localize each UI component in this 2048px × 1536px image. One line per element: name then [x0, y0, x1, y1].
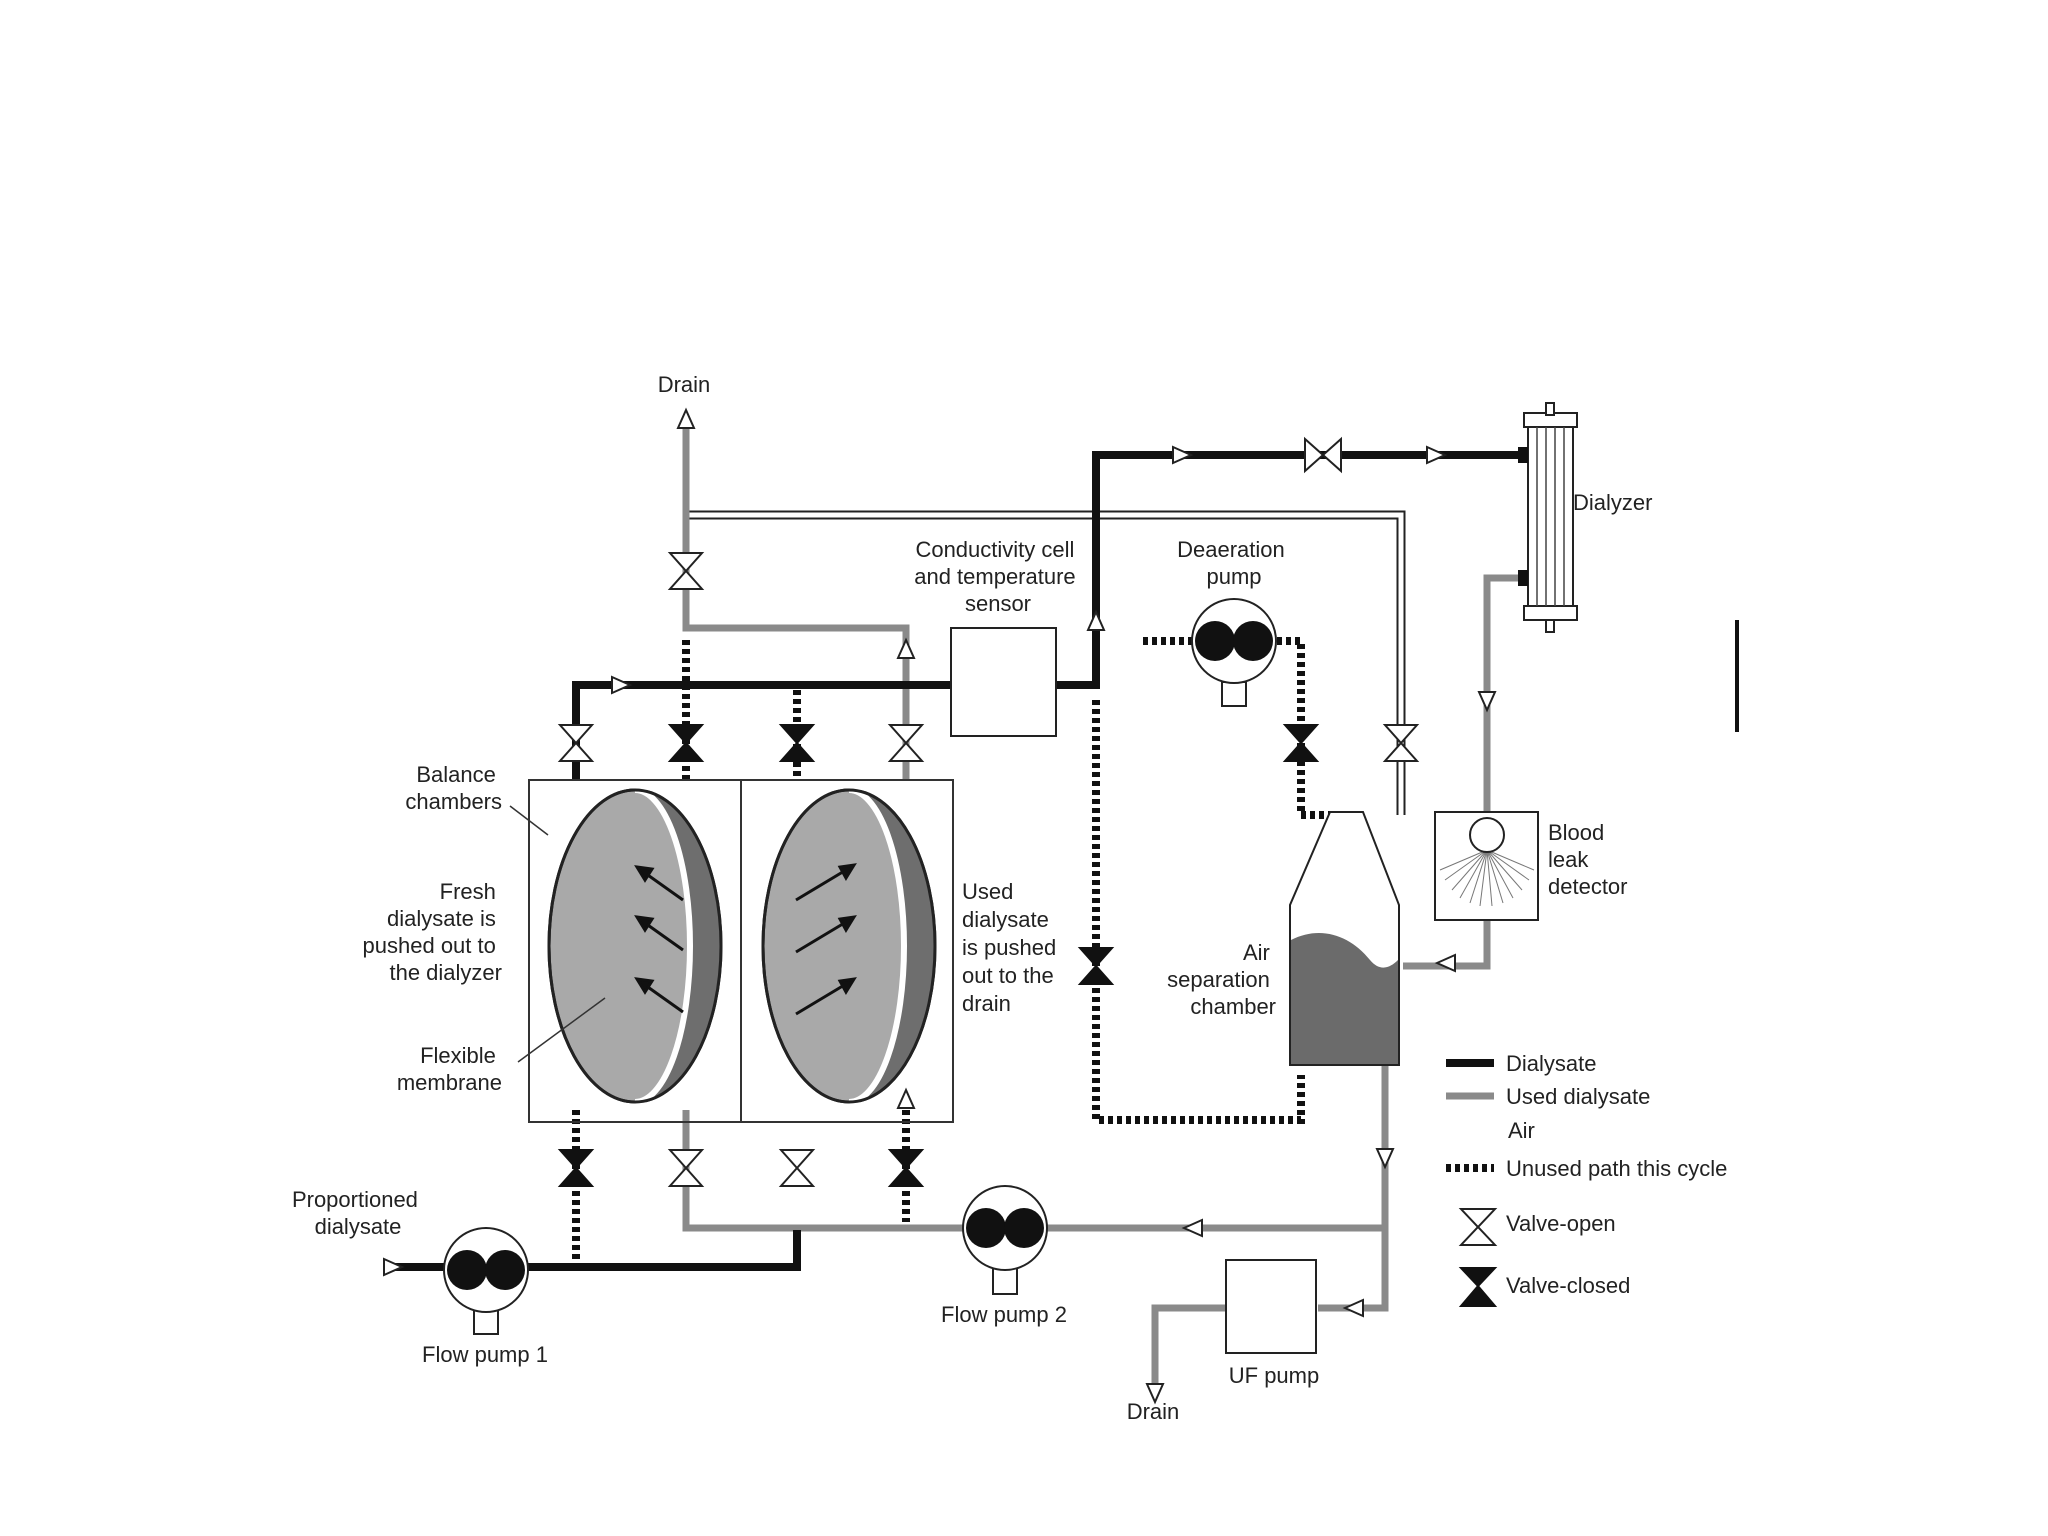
flow-arrows	[383, 407, 1497, 1405]
deaeration-label: Deaeration pump	[1177, 537, 1291, 589]
blood-leak-detector	[1434, 811, 1539, 921]
conductivity-cell-box	[950, 627, 1057, 737]
valve-open-group	[557, 436, 1420, 1187]
flow-pump-1	[443, 1227, 529, 1335]
uf-pump-box	[1225, 1259, 1317, 1354]
dialyzer-label: Dialyzer	[1573, 490, 1652, 515]
valve-open-icon	[887, 724, 925, 762]
flexible-membrane-label: Flexible membrane	[397, 1043, 502, 1095]
valve-closed-icon	[887, 1149, 925, 1187]
valve-closed-icon	[1282, 724, 1320, 762]
valve-open-icon	[667, 1149, 705, 1187]
valve-open-icon	[1382, 724, 1420, 762]
legend-used-dialysate: Used dialysate	[1506, 1084, 1650, 1109]
flow-pump-1-label: Flow pump 1	[422, 1342, 548, 1367]
balance-chamber-right	[761, 787, 937, 1105]
air-separation-chamber	[1289, 811, 1400, 1066]
valve-open-icon	[557, 724, 595, 762]
flow-pump-2	[962, 1185, 1048, 1295]
valve-open-icon	[1458, 1208, 1498, 1246]
balance-chamber-left	[547, 787, 723, 1105]
fresh-dialysate-label: Fresh dialysate is pushed out to the dia…	[363, 879, 502, 985]
balance-chambers	[509, 779, 954, 1123]
valve-open-icon	[1304, 436, 1342, 474]
uf-pump-label: UF pump	[1229, 1363, 1319, 1388]
valve-closed-icon	[1077, 947, 1115, 985]
deaeration-pump	[1191, 598, 1277, 707]
air-separation-chamber-label: Air separation chamber	[1167, 940, 1276, 1019]
legend-air: Air	[1508, 1118, 1535, 1143]
valve-open-icon	[667, 552, 705, 590]
valve-open-icon	[778, 1149, 816, 1187]
proportioned-dialysate-label: Proportioned dialysate	[292, 1187, 424, 1239]
drain-bottom-label: Drain	[1127, 1399, 1180, 1424]
air-lines	[686, 510, 1406, 815]
balance-chambers-label: Balance chambers	[405, 762, 502, 814]
conductivity-label: Conductivity cell and temperature sensor	[914, 537, 1082, 616]
valve-closed-group	[557, 724, 1320, 1187]
flow-pump-2-label: Flow pump 2	[941, 1302, 1067, 1327]
legend-valve-closed: Valve-closed	[1506, 1273, 1630, 1298]
drain-top-label: Drain	[658, 372, 711, 397]
valve-closed-icon	[1458, 1267, 1498, 1307]
used-dialysate-label: Used dialysate is pushed out to the drai…	[962, 879, 1062, 1016]
dialyzer	[1518, 402, 1578, 633]
blood-leak-detector-label: Blood leak detector	[1548, 820, 1628, 899]
labels: Drain Dialyzer Conductivity cell and tem…	[292, 372, 1653, 1424]
valve-closed-icon	[778, 724, 816, 762]
valve-closed-icon	[667, 724, 705, 762]
valve-closed-icon	[557, 1149, 595, 1187]
legend: Dialysate Used dialysate Air Unused path…	[1446, 1051, 1727, 1307]
legend-unused-path: Unused path this cycle	[1506, 1156, 1727, 1181]
legend-dialysate: Dialysate	[1506, 1051, 1596, 1076]
legend-valve-open: Valve-open	[1506, 1211, 1616, 1236]
